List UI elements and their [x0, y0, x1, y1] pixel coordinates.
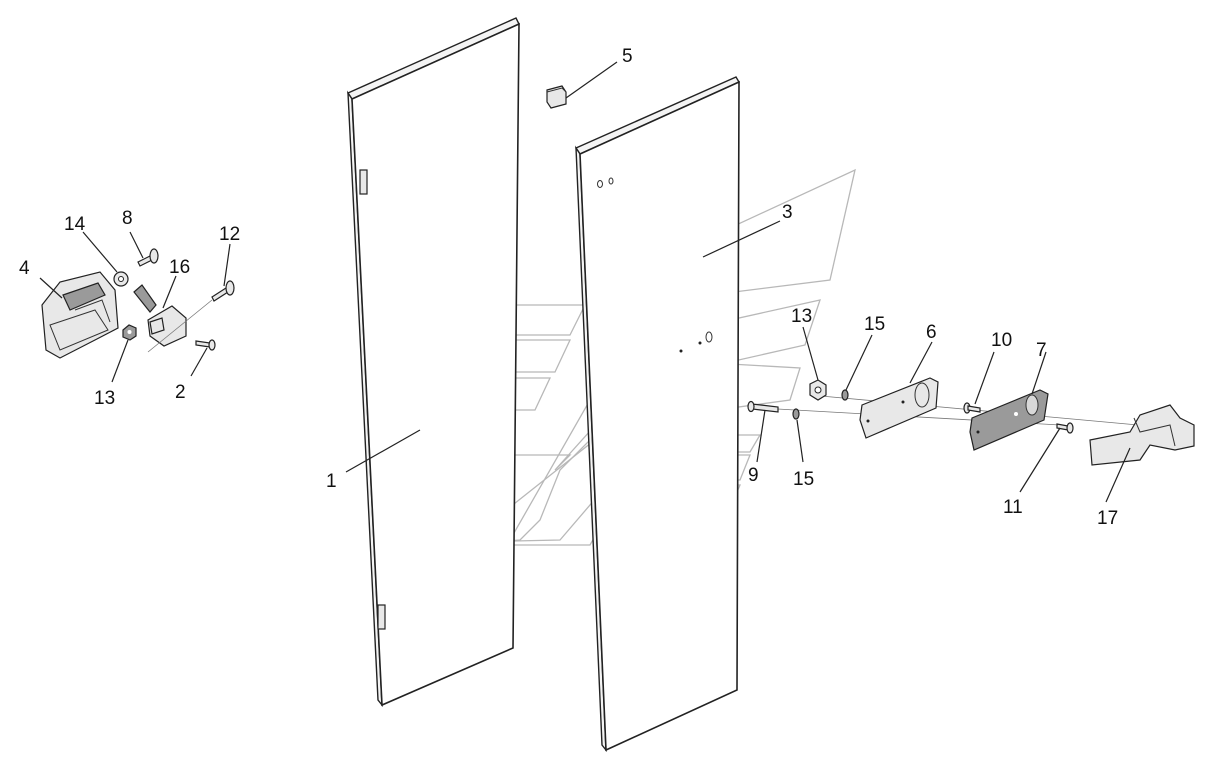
washer-part-15-lower [792, 408, 800, 420]
bolt-part-8 [137, 248, 159, 267]
screw-part-10 [963, 402, 981, 414]
callout-2: 2 [175, 382, 186, 403]
glass-door-left [346, 17, 520, 708]
glass-door-right [574, 76, 741, 753]
callout-labels: 1 2 3 4 5 6 7 8 9 10 11 12 13 13 14 15 1… [19, 46, 1118, 529]
callout-5: 5 [622, 46, 633, 67]
nut-part-13-right [809, 379, 827, 401]
bolt-part-12 [211, 280, 235, 302]
right-hardware-assembly [747, 377, 1195, 466]
callout-3: 3 [782, 202, 793, 223]
pin-part-9 [747, 400, 779, 413]
callout-11: 11 [1003, 497, 1023, 518]
callout-16: 16 [169, 257, 190, 278]
plate-part-6 [859, 377, 939, 439]
nut-part-13-left [122, 324, 137, 341]
latch-body-part-16 [133, 284, 187, 347]
callout-15-lower: 15 [793, 469, 814, 490]
callout-14: 14 [64, 214, 86, 235]
callout-7: 7 [1036, 340, 1047, 361]
screw-part-11 [1056, 422, 1074, 434]
callout-15-upper: 15 [864, 314, 885, 335]
plate-part-7 [969, 389, 1049, 451]
handle-part-17 [1089, 404, 1195, 466]
upper-hinge [359, 169, 368, 195]
lower-hinge [377, 604, 386, 630]
callout-8: 8 [122, 208, 133, 229]
callout-9: 9 [748, 465, 759, 486]
latch-hardware-cluster [113, 248, 235, 353]
washer-part-15-upper [841, 389, 849, 401]
bracket-housing-part-4 [41, 271, 119, 359]
callout-1: 1 [326, 471, 337, 492]
callout-4: 4 [19, 258, 30, 279]
leader-lines [39, 61, 1131, 503]
callout-10: 10 [991, 330, 1012, 351]
callout-6: 6 [926, 322, 937, 343]
callout-17: 17 [1097, 508, 1118, 529]
screw-part-2 [195, 339, 216, 351]
callout-13-left: 13 [94, 388, 115, 409]
callout-13-right: 13 [791, 306, 812, 327]
stop-block-part-5 [546, 85, 567, 109]
callout-12: 12 [219, 224, 240, 245]
